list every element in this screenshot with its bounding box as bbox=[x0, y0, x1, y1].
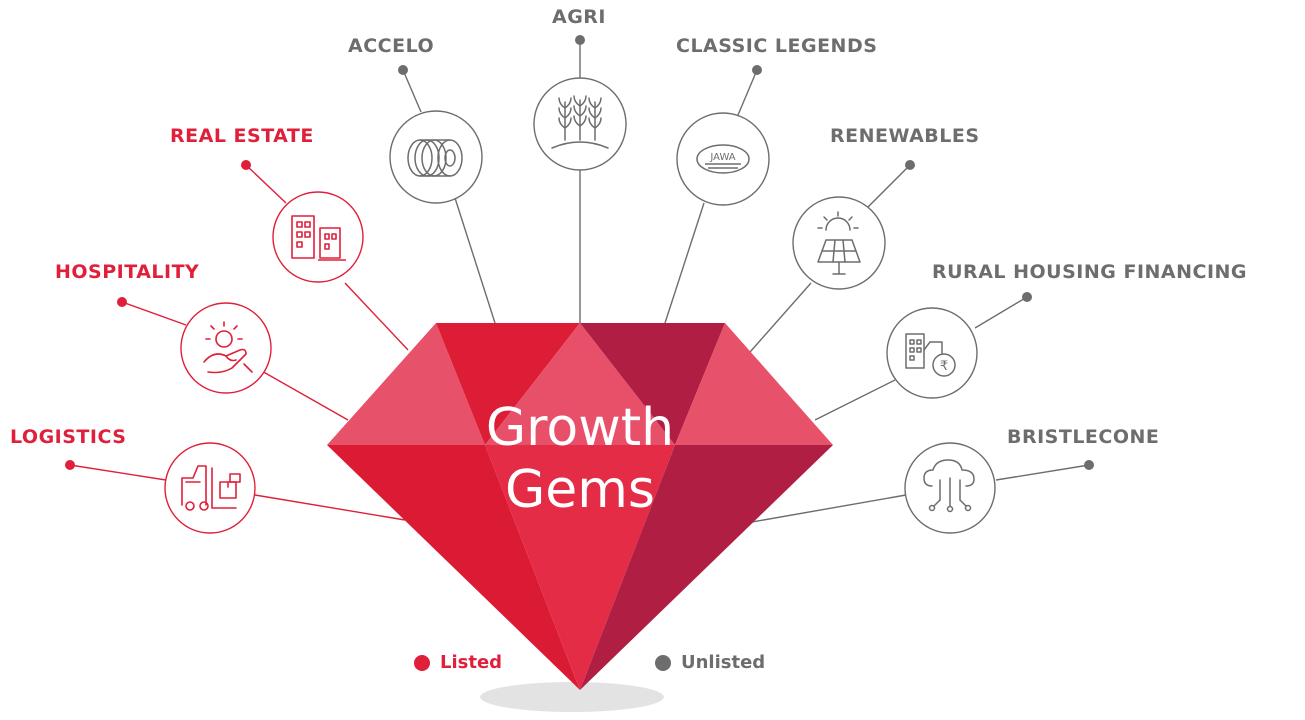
gem bbox=[327, 323, 833, 690]
buildings-icon bbox=[291, 215, 346, 261]
connector-hospitality bbox=[121, 301, 187, 326]
label-hospitality: HOSPITALITY bbox=[55, 261, 200, 283]
legend-unlisted-dot bbox=[655, 654, 671, 671]
dot-logistics bbox=[65, 460, 75, 470]
label-renewables: RENEWABLES bbox=[830, 125, 980, 147]
connector-classic bbox=[737, 69, 758, 116]
jawa-logo-text: JAWA bbox=[709, 152, 735, 163]
connector-real-estate-gem bbox=[344, 282, 409, 351]
connector-bristlecone bbox=[995, 464, 1090, 481]
forklift-icon bbox=[181, 465, 241, 511]
gem-crown-left bbox=[327, 323, 485, 445]
gem-crown-right-mid bbox=[580, 323, 725, 445]
steel-coil-icon bbox=[407, 139, 463, 177]
label-agri: AGRI bbox=[552, 6, 606, 28]
connector-renewables bbox=[867, 164, 911, 208]
rural-housing-icon-circle bbox=[886, 307, 978, 399]
label-rural-housing-financing: RURAL HOUSING FINANCING bbox=[932, 261, 1248, 283]
icon-circles bbox=[164, 77, 996, 534]
hospitality-icon-circle bbox=[180, 302, 272, 394]
gem-crown-center bbox=[485, 323, 675, 445]
dot-rural bbox=[1022, 292, 1032, 302]
rupee-text: ₹ bbox=[940, 359, 948, 374]
gem-crown-left-mid bbox=[436, 323, 580, 445]
solar-panel-icon bbox=[817, 211, 861, 275]
house-rupee-icon: ₹ bbox=[905, 333, 956, 377]
gem-pavilion-left bbox=[327, 445, 580, 690]
legend-listed: Listed bbox=[414, 652, 502, 673]
dot-bristlecone bbox=[1084, 460, 1094, 470]
connector-renewables-gem bbox=[749, 282, 812, 353]
connector-real-estate bbox=[245, 164, 287, 204]
dot-accelo bbox=[398, 65, 408, 75]
dot-classic bbox=[752, 65, 762, 75]
real-estate-icon-circle bbox=[272, 191, 364, 283]
dot-hospitality bbox=[117, 297, 127, 307]
connector-lines bbox=[69, 40, 1090, 523]
gem-crown-right bbox=[675, 323, 833, 445]
accelo-icon-circle bbox=[389, 110, 483, 204]
gem-pavilion-center bbox=[485, 445, 675, 690]
sun-hand-icon bbox=[203, 321, 253, 374]
cloud-network-icon bbox=[923, 459, 975, 513]
dot-renewables bbox=[905, 160, 915, 170]
gem-shadow bbox=[480, 682, 664, 712]
connector-accelo bbox=[402, 69, 422, 113]
connector-classic-gem bbox=[664, 202, 705, 324]
legend-listed-dot bbox=[414, 654, 430, 671]
dot-real-estate bbox=[241, 160, 251, 170]
label-bristlecone: BRISTLECONE bbox=[1007, 426, 1160, 448]
connector-accelo-gem bbox=[454, 197, 496, 324]
legend-unlisted-label: Unlisted bbox=[681, 652, 766, 673]
connector-rural bbox=[974, 296, 1028, 329]
dot-agri bbox=[575, 35, 585, 45]
legend-unlisted: Unlisted bbox=[655, 652, 765, 673]
jawa-logo-icon: JAWA bbox=[696, 144, 750, 174]
legend-listed-label: Listed bbox=[440, 652, 503, 673]
label-real-estate: REAL ESTATE bbox=[170, 125, 314, 147]
connector-logistics-gem bbox=[254, 494, 406, 521]
renewables-icon-circle bbox=[792, 196, 886, 290]
gem-title-line2: Gems bbox=[504, 460, 656, 520]
connector-rural-gem bbox=[814, 379, 896, 421]
label-classic-legends: CLASSIC LEGENDS bbox=[676, 35, 878, 57]
connector-hospitality-gem bbox=[259, 369, 349, 421]
crop-icon bbox=[551, 95, 609, 149]
end-dots bbox=[65, 35, 1094, 470]
classic-legends-icon-circle bbox=[676, 112, 770, 206]
gem-title-line1: Growth bbox=[485, 398, 675, 458]
logistics-icon-circle bbox=[164, 442, 256, 534]
label-logistics: LOGISTICS bbox=[10, 426, 127, 448]
connector-logistics bbox=[69, 464, 167, 481]
label-accelo: ACCELO bbox=[348, 35, 435, 57]
gem-pavilion-right bbox=[580, 445, 833, 690]
connector-bristlecone-gem bbox=[751, 494, 907, 523]
